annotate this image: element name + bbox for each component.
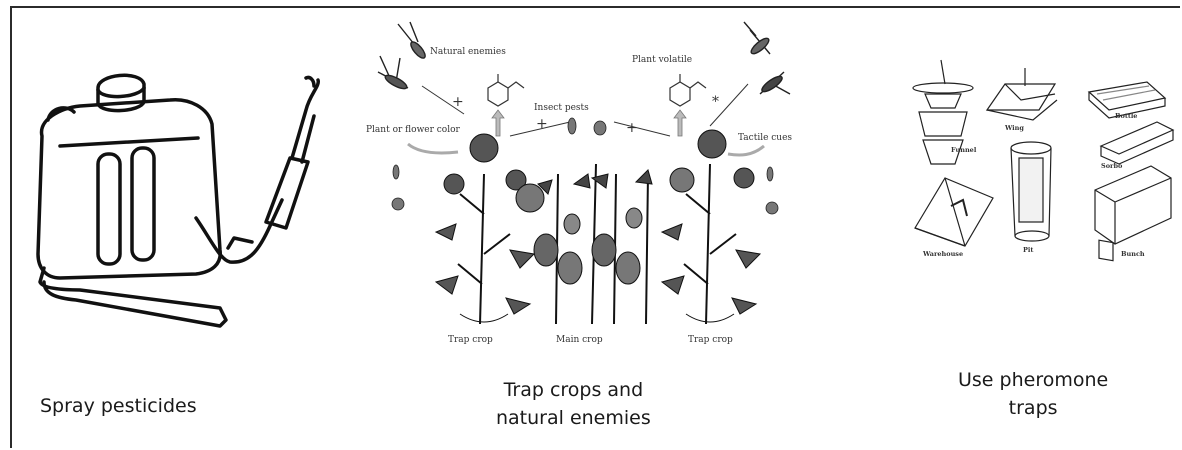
tomato-main-crop: [534, 164, 652, 324]
natural-enemy-insect-icon: [378, 22, 427, 91]
sorbo-trap-icon: [1101, 122, 1173, 164]
caption-pheromone-traps: Use pheromone traps: [958, 366, 1108, 422]
star-sign: *: [712, 94, 719, 110]
trap-crops-diagram: Natural enemies Plant volatile Insect pe…: [360, 14, 810, 354]
volatile-molecule-icon: [488, 74, 706, 106]
label-plant-or-flower-color: Plant or flower color: [366, 125, 461, 135]
label-tactile-cues: Tactile cues: [738, 133, 792, 143]
caption-spray-pesticides: Spray pesticides: [40, 392, 197, 420]
label-trap-crop-right: Trap crop: [688, 335, 733, 345]
label-bottle: Bottle: [1115, 112, 1137, 120]
warehouse-trap-icon: [915, 178, 993, 246]
label-funnel: Funnel: [951, 146, 977, 154]
label-natural-enemies: Natural enemies: [430, 47, 506, 57]
label-insect-pests: Insect pests: [534, 103, 589, 113]
pit-trap-icon: [1011, 142, 1051, 241]
label-sorbo: Sorbo: [1101, 162, 1123, 170]
label-trap-crop-left: Trap crop: [448, 335, 493, 345]
sunflower-trap-crop-right: [662, 130, 760, 324]
bunch-trap-icon: [1095, 166, 1171, 261]
label-plant-volatile: Plant volatile: [632, 55, 692, 65]
backpack-sprayer-icon: [20, 50, 320, 340]
label-pit: Pit: [1023, 246, 1033, 254]
label-warehouse: Warehouse: [922, 250, 963, 258]
pheromone-traps-diagram: Funnel Wing Bottle Sorbo Warehouse Pit B…: [905, 60, 1175, 260]
natural-enemy-insect-icon: [744, 22, 790, 94]
wing-trap-icon: [987, 68, 1057, 120]
sunflower-trap-crop-left: [436, 134, 544, 324]
caption-trap-crops: Trap crops and natural enemies: [496, 376, 651, 432]
label-bunch: Bunch: [1121, 250, 1145, 258]
label-wing: Wing: [1004, 124, 1024, 132]
label-main-crop: Main crop: [556, 335, 603, 345]
